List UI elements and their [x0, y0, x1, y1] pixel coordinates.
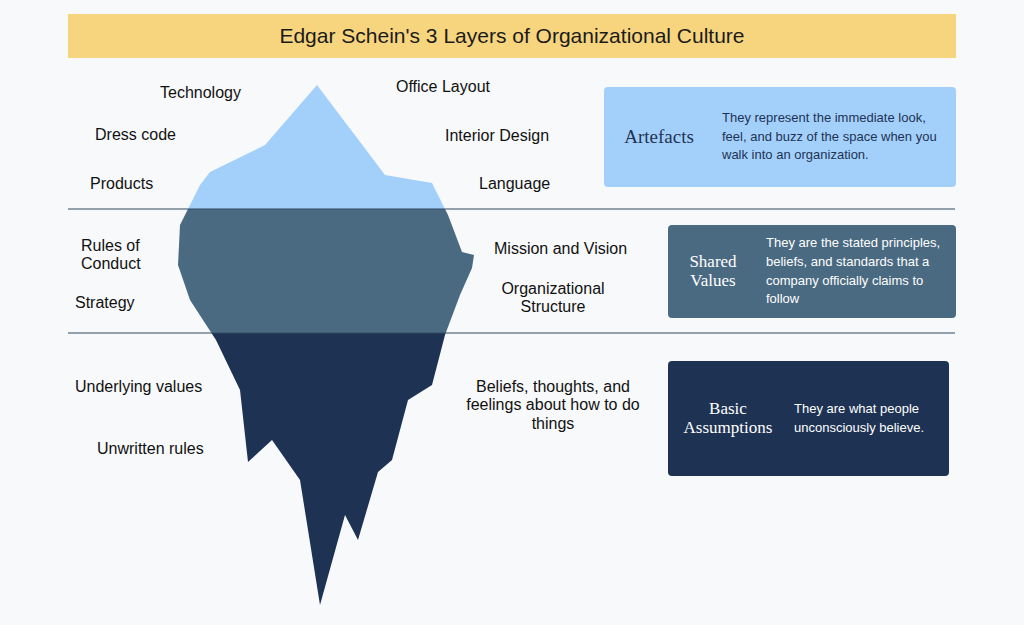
- iceberg-label: Strategy: [75, 294, 175, 312]
- iceberg-base: [150, 333, 500, 623]
- iceberg-label: Interior Design: [445, 127, 585, 145]
- iceberg-label: Rules of Conduct: [81, 237, 171, 274]
- iceberg-label: Underlying values: [75, 378, 225, 396]
- iceberg-label: Language: [479, 175, 599, 193]
- iceberg-label: Dress code: [95, 126, 205, 144]
- iceberg-label: Unwritten rules: [97, 440, 237, 458]
- iceberg-label: Products: [90, 175, 200, 193]
- layer-description: They are what people unconsciously belie…: [794, 400, 939, 438]
- iceberg-label: Beliefs, thoughts, and feelings about ho…: [458, 378, 648, 433]
- layer-heading: Artefacts: [614, 127, 704, 148]
- layer-box: Basic Assumptions They are what people un…: [668, 361, 949, 476]
- iceberg-middle: [150, 209, 500, 333]
- water-line: [68, 208, 955, 209]
- depth-line: [68, 332, 955, 333]
- iceberg-label: Organizational Structure: [488, 280, 618, 317]
- iceberg-label: Office Layout: [396, 78, 526, 96]
- layer-box: Artefacts They represent the immediate lo…: [604, 87, 956, 187]
- layer-description: They are the stated principles, beliefs,…: [766, 234, 946, 309]
- title-text: Edgar Schein's 3 Layers of Organizationa…: [279, 24, 744, 48]
- layer-heading: Basic Assumptions: [678, 400, 778, 437]
- layer-box: Shared Values They are the stated princip…: [668, 225, 956, 318]
- title-bar: Edgar Schein's 3 Layers of Organizationa…: [68, 14, 956, 58]
- layer-description: They represent the immediate look, feel,…: [722, 109, 946, 166]
- iceberg-label: Technology: [160, 84, 270, 102]
- layer-heading: Shared Values: [678, 253, 748, 290]
- iceberg-label: Mission and Vision: [494, 240, 654, 258]
